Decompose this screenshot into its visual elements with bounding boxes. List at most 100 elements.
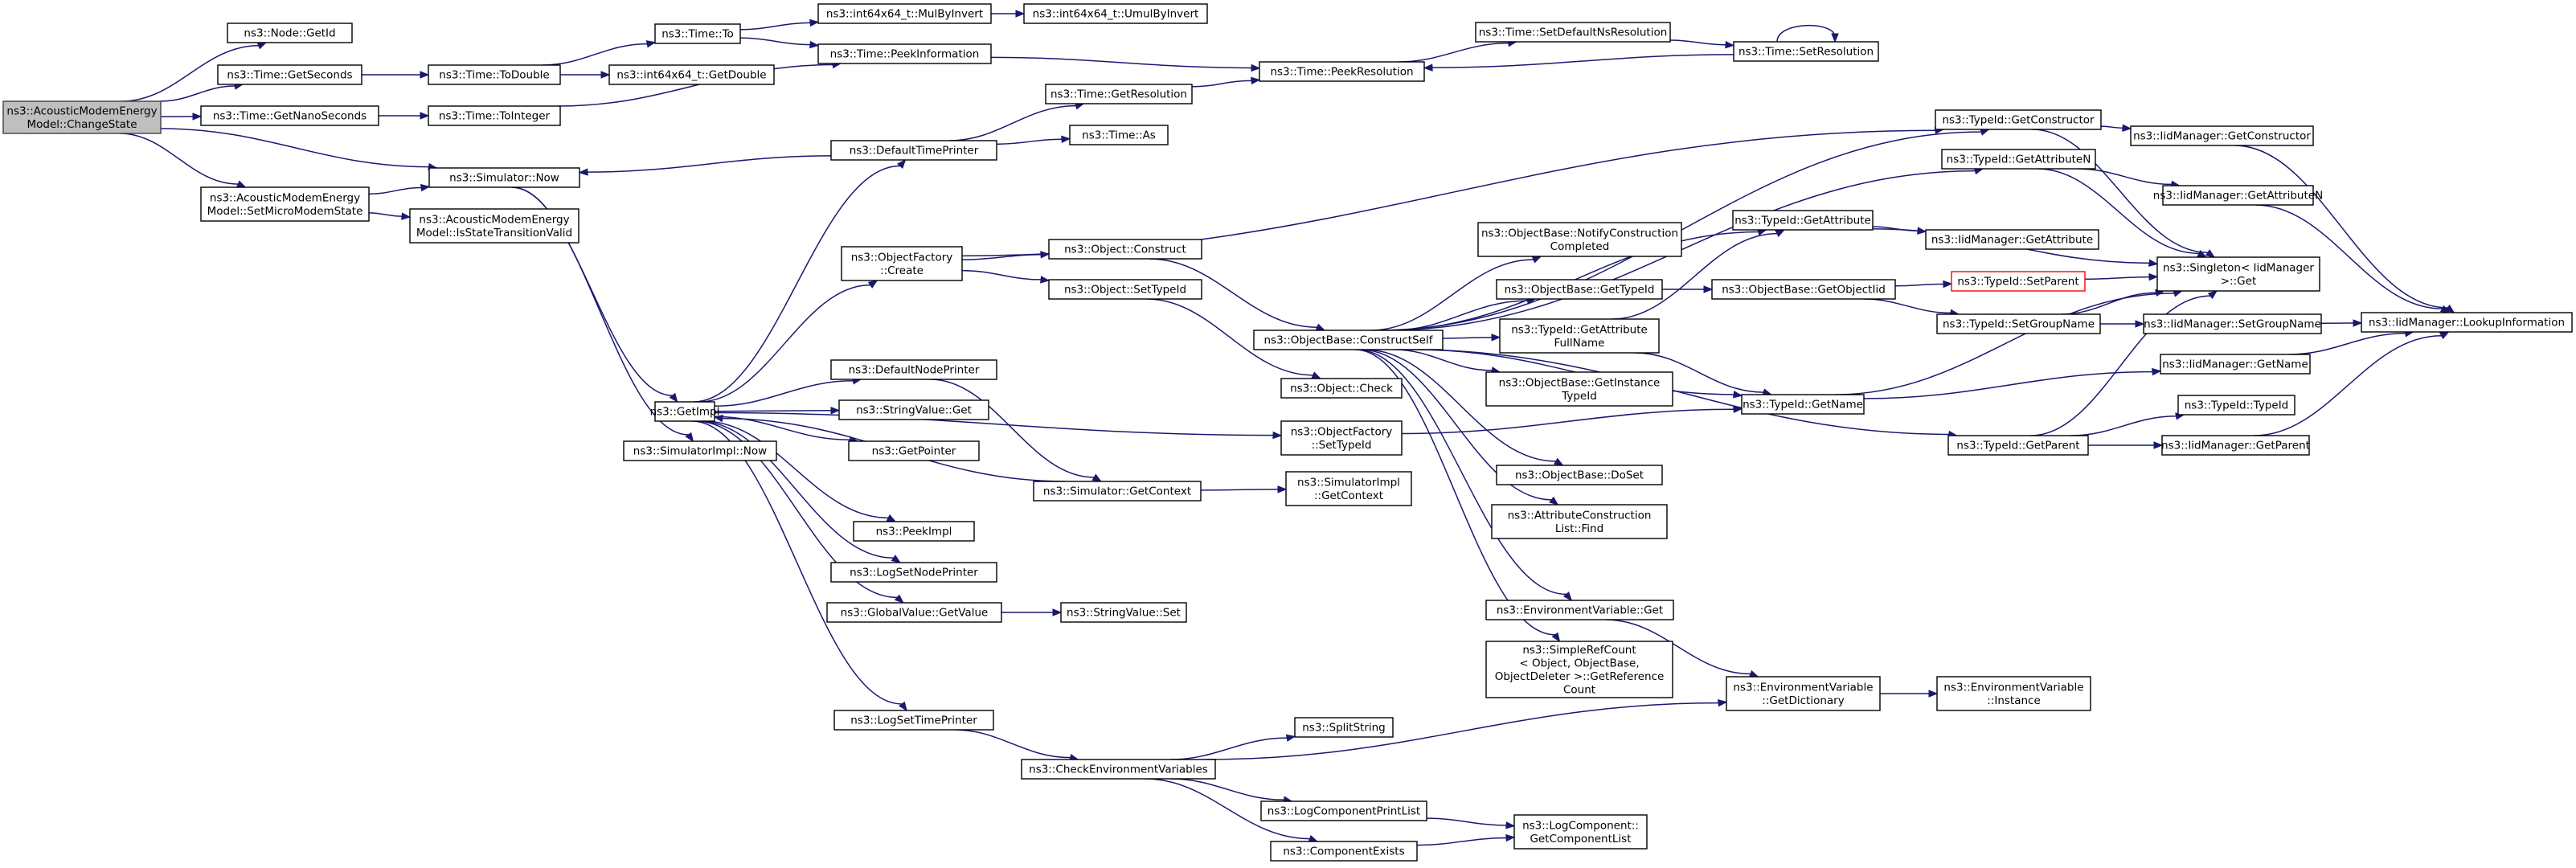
node-root[interactable]: ns3::AcousticModemEnergyModel::ChangeSta…	[2, 100, 162, 134]
node-umulbyinvert[interactable]: ns3::int64x64_t::UmulByInvert	[1023, 3, 1208, 24]
node-box	[1260, 800, 1427, 821]
node-logcompprintlist[interactable]: ns3::LogComponentPrintList	[1260, 800, 1427, 821]
node-checkenv[interactable]: ns3::CheckEnvironmentVariables	[1021, 759, 1216, 780]
node-box	[1741, 394, 1865, 415]
node-tointeger[interactable]: ns3::Time::ToInteger	[428, 105, 561, 126]
edge-line	[2077, 168, 2172, 186]
node-getseconds[interactable]: ns3::Time::GetSeconds	[217, 64, 362, 85]
node-box	[428, 105, 561, 126]
node-objbasegettypeid[interactable]: ns3::ObjectBase::GetTypeId	[1496, 279, 1663, 300]
node-simgetcontext[interactable]: ns3::Simulator::GetContext	[1033, 481, 1202, 502]
edge-arrowhead	[809, 40, 820, 49]
node-typeidgetattribute[interactable]: ns3::TypeId::GetAttribute	[1732, 210, 1874, 231]
edge-arrowhead	[1505, 833, 1516, 842]
node-envinstance[interactable]: ns3::EnvironmentVariable::Instance	[1936, 676, 2091, 711]
edge-line	[2100, 125, 2123, 129]
node-globalvalueget[interactable]: ns3::GlobalValue::GetValue	[826, 602, 1002, 623]
node-typeidtypeid[interactable]: ns3::TypeId::TypeId	[2177, 395, 2295, 416]
node-constructself[interactable]: ns3::ObjectBase::ConstructSelf	[1253, 330, 1444, 350]
edge-typeidgetparent-to-singletonget	[2030, 290, 2218, 436]
node-envgetdict[interactable]: ns3::EnvironmentVariable::GetDictionary	[1726, 676, 1881, 711]
edge-typeidsetgroupname-to-singletonget	[2061, 289, 2165, 315]
node-iidsetgroupname[interactable]: ns3::IidManager::SetGroupName	[2143, 313, 2322, 334]
node-label: ns3::EnvironmentVariable::Get	[1497, 604, 1663, 617]
edge-setres-to-peekres	[1423, 54, 1734, 72]
node-componentexists[interactable]: ns3::ComponentExists	[1270, 841, 1418, 862]
edge-line	[368, 186, 422, 195]
node-label: ns3::Time::PeekInformation	[830, 48, 980, 61]
node-getid[interactable]: ns3::Node::GetId	[227, 23, 353, 43]
node-getobjectiid[interactable]: ns3::ObjectBase::GetObjectIid	[1711, 279, 1896, 300]
edge-objfactorycreate-to-objsettypeid	[961, 269, 1050, 284]
node-iidgetconstructor[interactable]: ns3::IidManager::GetConstructor	[2130, 125, 2314, 146]
node-typeidgetconstructor[interactable]: ns3::TypeId::GetConstructor	[1935, 109, 2102, 130]
node-iidgetattributen[interactable]: ns3::IidManager::GetAttributeN	[2153, 185, 2323, 206]
node-iidlookup[interactable]: ns3::IidManager::LookupInformation	[2361, 312, 2573, 333]
node-mulbyinvert[interactable]: ns3::int64x64_t::MulByInvert	[817, 3, 992, 24]
node-typeidsetparent[interactable]: ns3::TypeId::SetParent	[1951, 271, 2086, 292]
node-istransition[interactable]: ns3::AcousticModemEnergyModel::IsStateTr…	[409, 208, 579, 244]
node-typeidgetname[interactable]: ns3::TypeId::GetName	[1741, 394, 1865, 415]
edge-root-to-setmicro	[119, 133, 247, 188]
node-defaulttimeprinter[interactable]: ns3::DefaultTimePrinter	[830, 140, 997, 161]
node-int64getdouble[interactable]: ns3::int64x64_t::GetDouble	[608, 64, 775, 85]
node-getpointer[interactable]: ns3::GetPointer	[848, 440, 980, 461]
node-setres[interactable]: ns3::Time::SetResolution	[1733, 41, 1879, 62]
node-setmicro[interactable]: ns3::AcousticModemEnergyModel::SetMicroM…	[200, 186, 370, 222]
node-setdefaultns[interactable]: ns3::Time::SetDefaultNsResolution	[1475, 22, 1671, 43]
node-label: ns3::StringValue::Get	[856, 404, 972, 417]
edge-arrowhead	[578, 168, 588, 176]
node-box	[654, 23, 741, 44]
node-objbasedoset[interactable]: ns3::ObjectBase::DoSet	[1496, 465, 1663, 485]
node-simimplgetcontext[interactable]: ns3::SimulatorImpl::GetContext	[1285, 471, 1412, 506]
node-stringvalueget[interactable]: ns3::StringValue::Get	[838, 399, 989, 420]
node-label: ns3::LogComponent::	[1522, 819, 1639, 832]
node-logsettimeprinter[interactable]: ns3::LogSetTimePrinter	[833, 710, 994, 731]
node-iidgetattribute[interactable]: ns3::IidManager::GetAttribute	[1925, 229, 2099, 250]
edge-line	[1409, 349, 1949, 436]
node-peekinfo[interactable]: ns3::Time::PeekInformation	[817, 43, 992, 64]
node-peekimpl[interactable]: ns3::PeekImpl	[853, 521, 975, 542]
node-timeto[interactable]: ns3::Time::To	[654, 23, 741, 44]
node-notifyconstruction[interactable]: ns3::ObjectBase::NotifyConstructionCompl…	[1477, 222, 1682, 257]
node-box	[1491, 504, 1668, 539]
node-getimpl[interactable]: ns3::GetImpl	[650, 401, 720, 422]
node-simplerefcount[interactable]: ns3::SimpleRefCount< Object, ObjectBase,…	[1485, 641, 1673, 698]
node-getnanoseconds[interactable]: ns3::Time::GetNanoSeconds	[200, 105, 379, 126]
edge-getnanoseconds-to-tointeger	[379, 112, 430, 120]
node-defaultnodeprinter[interactable]: ns3::DefaultNodePrinter	[830, 359, 997, 380]
node-timeas[interactable]: ns3::Time::As	[1069, 125, 1169, 145]
node-objsettypeid[interactable]: ns3::Object::SetTypeId	[1048, 279, 1202, 300]
node-typeidsetgroupname[interactable]: ns3::TypeId::SetGroupName	[1936, 313, 2101, 334]
node-envvarget[interactable]: ns3::EnvironmentVariable::Get	[1485, 600, 1674, 620]
node-objfactorysettypeid[interactable]: ns3::ObjectFactory::SetTypeId	[1280, 420, 1403, 456]
node-peekres[interactable]: ns3::Time::PeekResolution	[1259, 61, 1425, 82]
node-getres[interactable]: ns3::Time::GetResolution	[1045, 84, 1193, 104]
edge-arrowhead	[1272, 431, 1283, 440]
edge-line	[1431, 54, 1734, 68]
node-typeidgetparent[interactable]: ns3::TypeId::GetParent	[1947, 435, 2089, 456]
node-objcheck[interactable]: ns3::Object::Check	[1280, 378, 1403, 399]
edge-typeidgetname-to-iidgetname	[1863, 367, 2162, 399]
node-iidgetparent[interactable]: ns3::IidManager::GetParent	[2161, 435, 2310, 456]
node-box	[1048, 279, 1202, 300]
node-iidgetname[interactable]: ns3::IidManager::GetName	[2160, 354, 2311, 375]
node-todouble[interactable]: ns3::Time::ToDouble	[428, 64, 561, 85]
node-splitstring[interactable]: ns3::SplitString	[1294, 717, 1394, 738]
edge-typeidgetattributen-to-iidgetattributen	[2077, 168, 2181, 188]
node-objconstruct[interactable]: ns3::Object::Construct	[1048, 239, 1202, 260]
edge-constructself-to-typeidgetattributen	[1383, 167, 1984, 331]
node-logsetnodeprinter[interactable]: ns3::LogSetNodePrinter	[830, 562, 997, 583]
node-typeidgetattributen[interactable]: ns3::TypeId::GetAttributeN	[1941, 149, 2096, 170]
edge-line	[368, 212, 403, 217]
node-objfactorycreate[interactable]: ns3::ObjectFactory::Create	[841, 246, 963, 281]
node-singletonget[interactable]: ns3::Singleton< IidManager >::Get	[2156, 256, 2320, 292]
node-stringvalueset[interactable]: ns3::StringValue::Set	[1060, 602, 1187, 623]
node-logcompgetlist[interactable]: ns3::LogComponent::GetComponentList	[1513, 814, 1648, 850]
node-simnow[interactable]: ns3::Simulator::Now	[428, 167, 580, 188]
node-simimplnow[interactable]: ns3::SimulatorImpl::Now	[623, 440, 777, 461]
edge-arrowhead	[600, 71, 611, 79]
